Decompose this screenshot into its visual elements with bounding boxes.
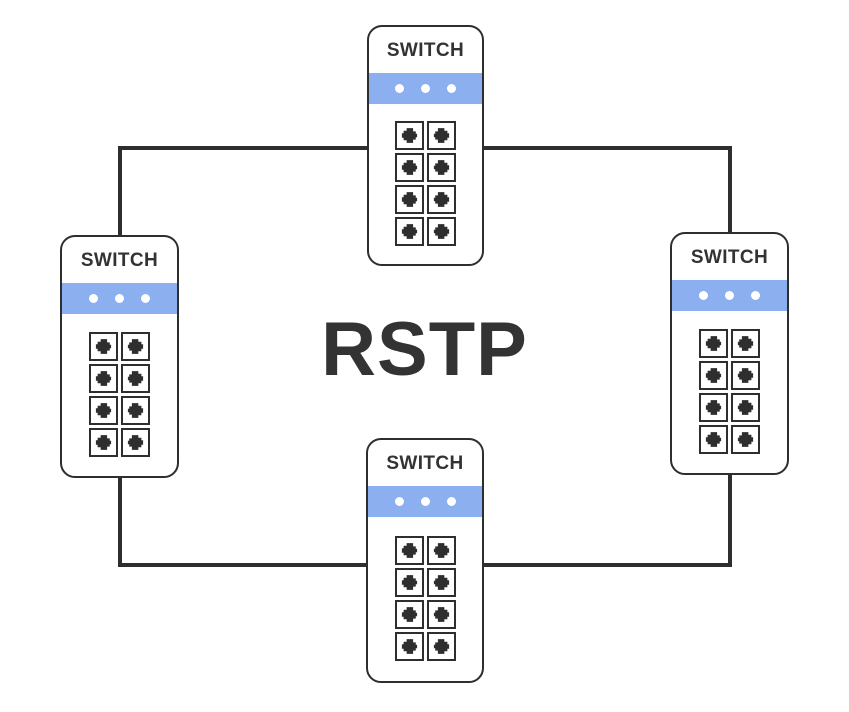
switch-label: SWITCH [386,453,464,474]
rj45-port-icon[interactable] [394,631,424,661]
rj45-port-icon[interactable] [395,184,424,214]
rj45-port-icon[interactable] [699,328,728,358]
rj45-port-icon[interactable] [426,535,456,565]
led-dot-icon [446,497,456,506]
rj45-port-icon[interactable] [699,360,728,390]
led-dot-icon [394,497,404,506]
rj45-port-icon[interactable] [426,599,456,629]
page-title: RSTP [321,307,528,392]
led-dot-icon [89,294,98,303]
rj45-port-icon[interactable] [427,152,456,182]
port-grid [672,311,787,473]
rj45-port-icon[interactable] [394,535,424,565]
rj45-port-icon[interactable] [731,328,760,358]
rj45-port-icon[interactable] [394,567,424,597]
led-dot-icon [751,291,760,300]
rj45-port-icon[interactable] [121,331,150,361]
rj45-port-icon[interactable] [89,363,118,393]
rj45-port-icon[interactable] [121,363,150,393]
switch-device-left[interactable]: SWITCH [60,235,179,478]
rj45-port-icon[interactable] [699,424,728,454]
rj45-port-icon[interactable] [121,427,150,457]
rj45-port-icon[interactable] [731,424,760,454]
port-grid [62,314,177,476]
led-dot-icon [421,84,430,93]
rj45-port-icon[interactable] [731,360,760,390]
rj45-port-icon[interactable] [395,152,424,182]
rj45-port-icon[interactable] [394,599,424,629]
rj45-port-icon[interactable] [427,120,456,150]
port-grid [368,517,482,681]
rj45-port-icon[interactable] [89,331,118,361]
switch-label: SWITCH [690,247,769,268]
rj45-port-icon[interactable] [426,567,456,597]
led-indicator-bar [672,280,787,311]
led-dot-icon [699,291,708,300]
led-dot-icon [395,84,404,93]
led-dot-icon [447,84,456,93]
switch-label: SWITCH [80,250,159,271]
rj45-port-icon[interactable] [89,395,118,425]
rj45-port-icon[interactable] [731,392,760,422]
led-dot-icon [420,497,430,506]
port-grid [369,104,482,264]
led-dot-icon [115,294,124,303]
switch-device-bottom[interactable]: SWITCH [366,438,484,683]
led-indicator-bar [62,283,177,314]
switch-device-right[interactable]: SWITCH [670,232,789,475]
rj45-port-icon[interactable] [699,392,728,422]
switch-label: SWITCH [386,40,465,61]
rj45-port-icon[interactable] [427,216,456,246]
led-dot-icon [725,291,734,300]
led-indicator-bar [369,73,482,104]
rj45-port-icon[interactable] [395,216,424,246]
led-indicator-bar [368,486,482,517]
led-dot-icon [141,294,150,303]
rj45-port-icon[interactable] [426,631,456,661]
rj45-port-icon[interactable] [89,427,118,457]
switch-device-top[interactable]: SWITCH [367,25,484,266]
rj45-port-icon[interactable] [427,184,456,214]
rj45-port-icon[interactable] [395,120,424,150]
rj45-port-icon[interactable] [121,395,150,425]
